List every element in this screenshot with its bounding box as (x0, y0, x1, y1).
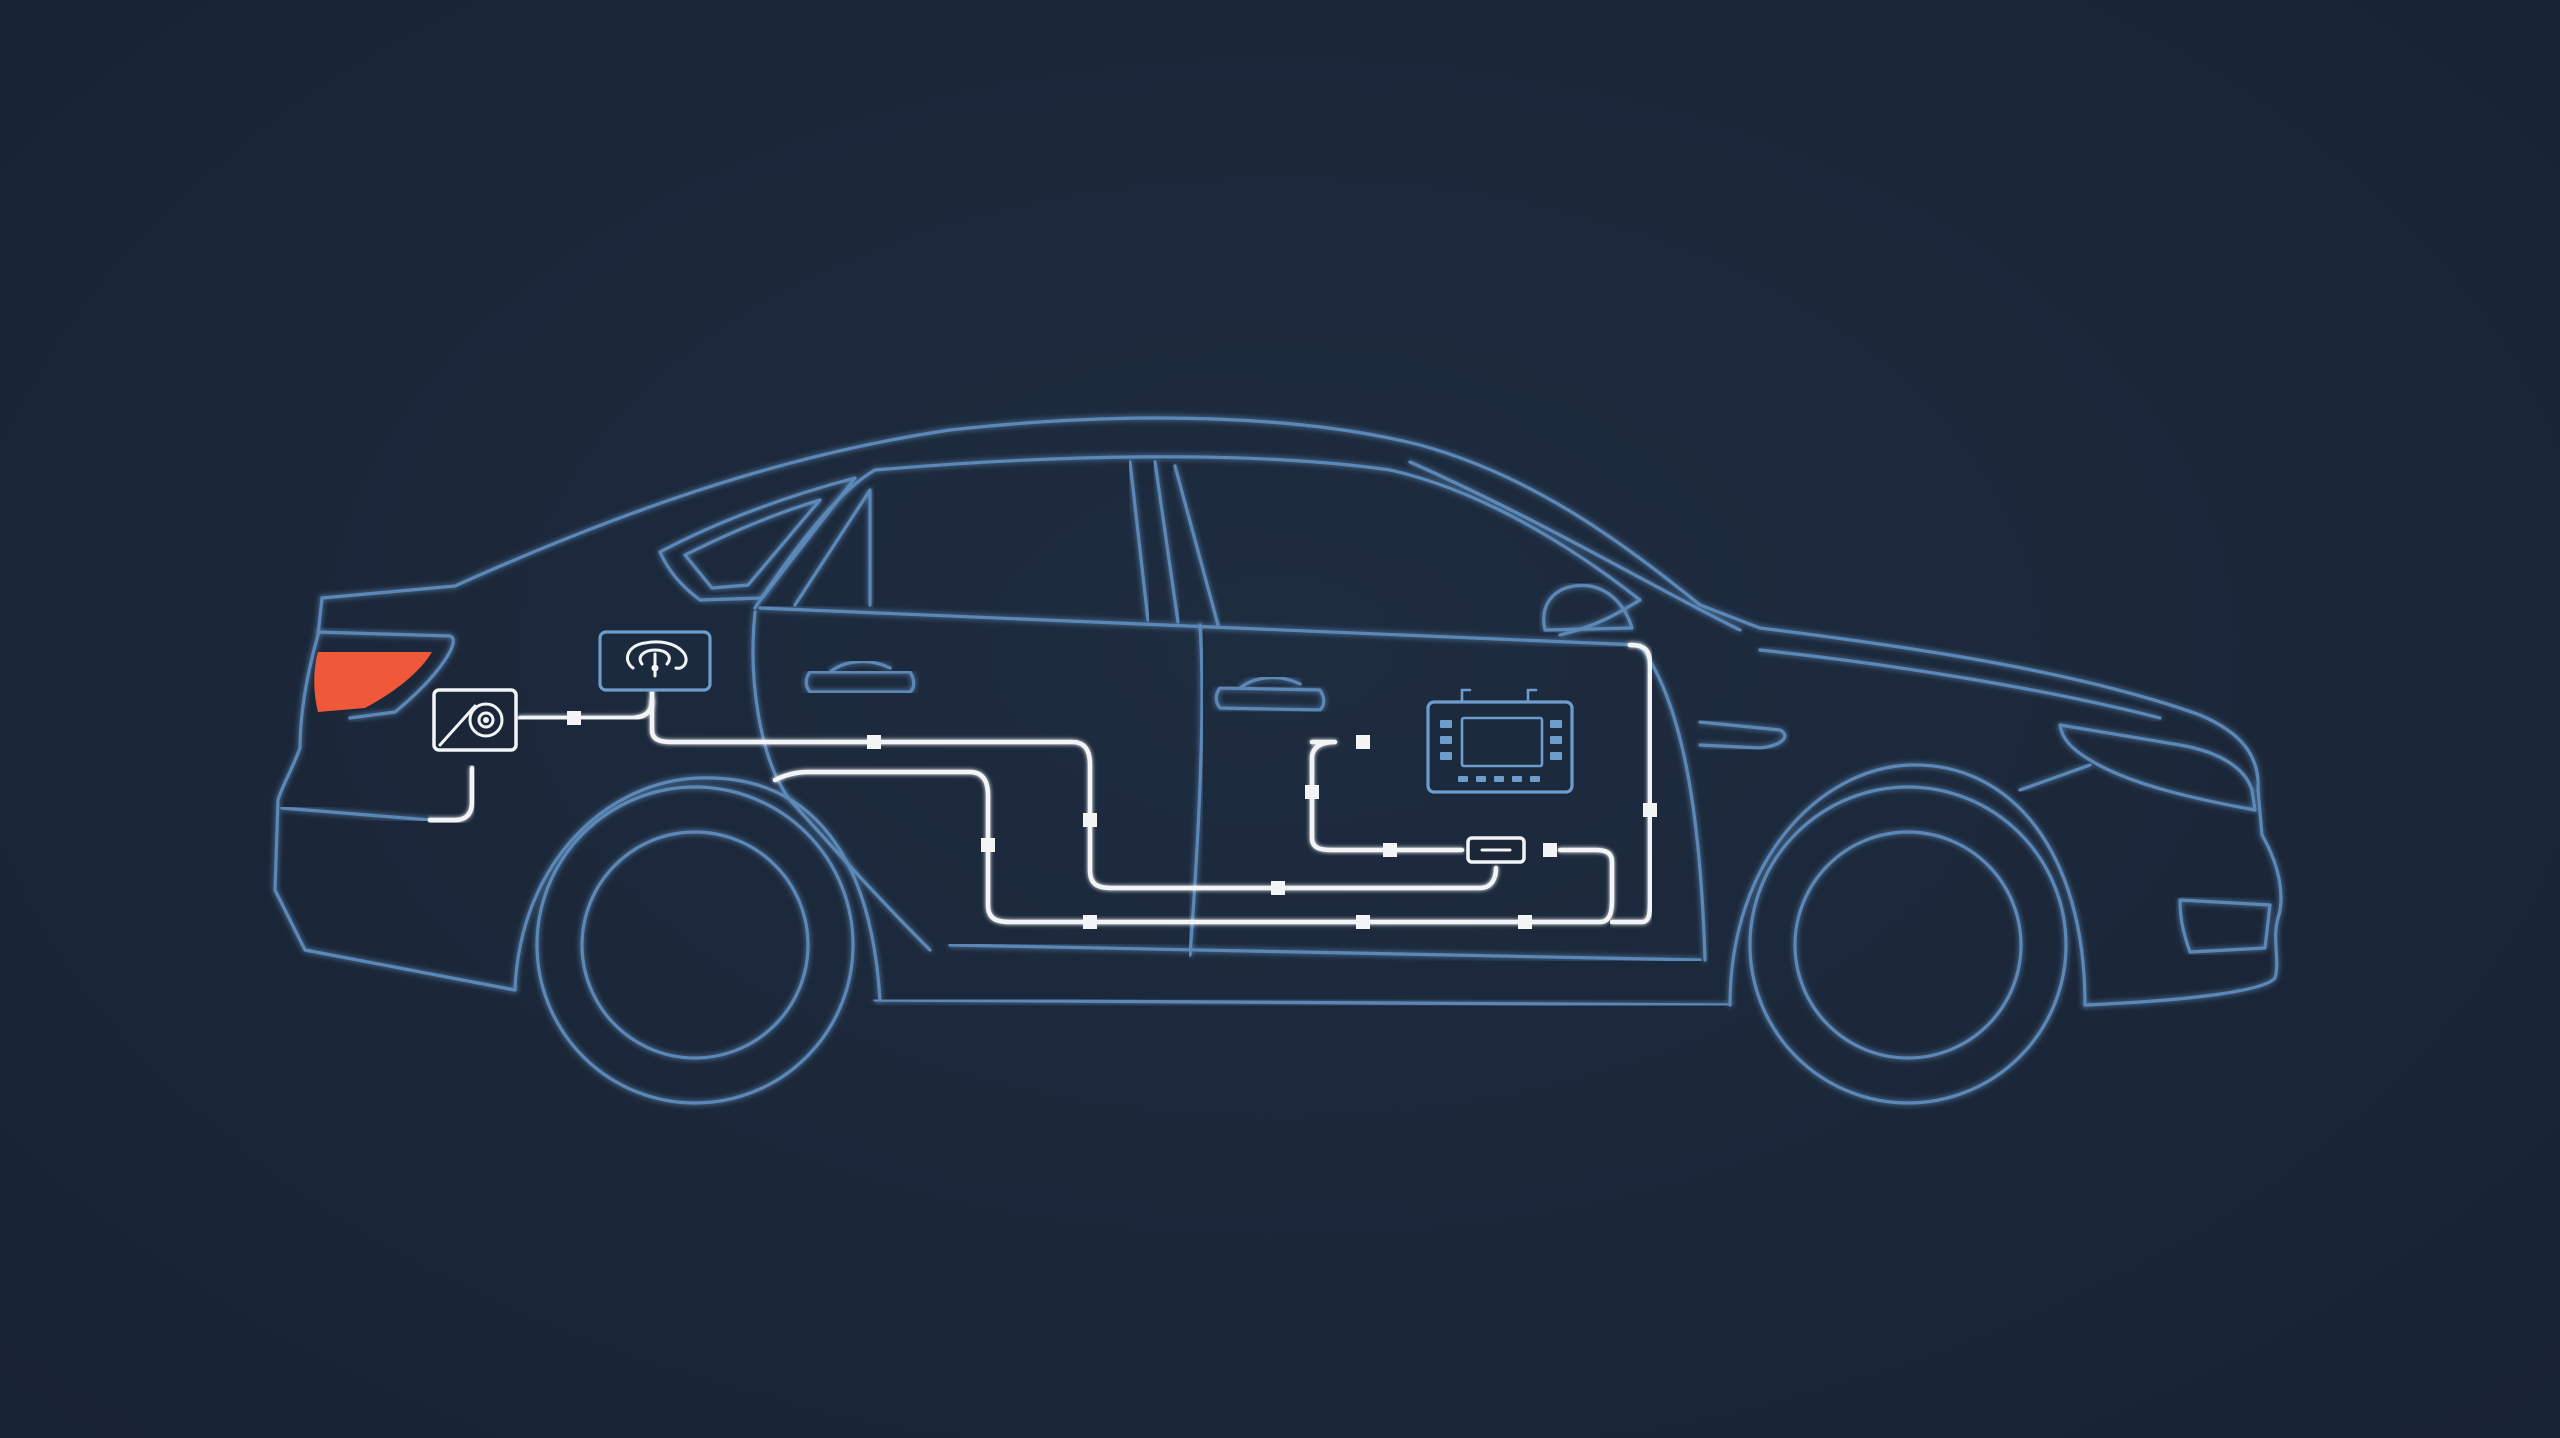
front-door-rear-edge (1638, 643, 1707, 962)
camera-housing (432, 688, 518, 752)
fender-line (1698, 720, 1787, 750)
inline-fuse[interactable] (1466, 836, 1526, 864)
rear-wheel-arch (513, 776, 882, 1002)
connector-node (1305, 785, 1319, 799)
connector-node (567, 711, 581, 725)
front-door-handle (1214, 686, 1326, 712)
head-unit-chassis (1426, 700, 1574, 794)
connector-nodes (567, 711, 1657, 929)
connector-node (1518, 915, 1532, 929)
right-riser-wire (1609, 642, 1653, 925)
front-wheel-arch (1728, 763, 2087, 1007)
window-frame-outer (753, 455, 1642, 637)
front-wheel (1748, 785, 2068, 1105)
connector-node (1383, 843, 1397, 857)
connector-node (1083, 813, 1097, 827)
car-windows (658, 455, 1742, 647)
sensor-module[interactable] (598, 630, 712, 692)
car-rear (273, 596, 517, 992)
headlight (2058, 723, 2257, 812)
rear-door-outline (751, 610, 932, 952)
rear-wheel (535, 785, 855, 1105)
connector-node (1356, 735, 1370, 749)
display-unit-icon (1440, 716, 1562, 782)
head-unit-screen (1460, 716, 1544, 768)
camera-icon (438, 702, 504, 747)
rear-bumper-line (280, 806, 432, 822)
head-unit[interactable] (1426, 688, 1574, 794)
car-roofline (320, 416, 2260, 792)
rear-door-window (793, 488, 872, 607)
camera-pigtail (427, 765, 475, 823)
bumper-vent (2178, 898, 2272, 954)
main-trunk-wire (649, 697, 1499, 891)
taillight (314, 652, 432, 712)
rear-quarter-window (658, 476, 857, 602)
b-pillar-third (1173, 464, 1220, 627)
rear-tire (535, 785, 855, 1105)
camera-to-sensor-wire (517, 687, 655, 721)
connector-node (1643, 803, 1657, 817)
rear-door-handle-recess (828, 660, 892, 674)
rear-rim (580, 830, 810, 1060)
rear-quarter-window-inner (683, 498, 822, 590)
connector-node (1083, 915, 1097, 929)
taillight-housing (316, 630, 455, 720)
rocker-panel (873, 998, 1732, 1007)
camera-module[interactable] (432, 688, 518, 752)
connector-node (1543, 843, 1557, 857)
door-divider (1188, 623, 1204, 957)
windshield (1408, 460, 1742, 632)
front-tire (1748, 785, 2068, 1105)
car-front (2083, 788, 2283, 1007)
rocker-panel-upper (948, 943, 1702, 962)
car-body (273, 416, 2283, 1007)
lower-loop-wire (772, 769, 1615, 925)
hood-line (1758, 648, 2162, 720)
front-door-handle-recess (1238, 676, 1302, 690)
connector-node (981, 838, 995, 852)
connector-node (1271, 881, 1285, 895)
headlight-inner (2018, 763, 2092, 792)
connector-node (867, 735, 881, 749)
b-pillar-left (1128, 460, 1150, 622)
front-rim (1793, 830, 2023, 1060)
connector-node (1356, 915, 1370, 929)
b-pillar-right (1153, 460, 1180, 624)
car-doors (751, 610, 1787, 962)
sensor-icon (625, 640, 688, 678)
rear-door-handle (804, 670, 916, 694)
side-mirror (1542, 583, 1634, 632)
